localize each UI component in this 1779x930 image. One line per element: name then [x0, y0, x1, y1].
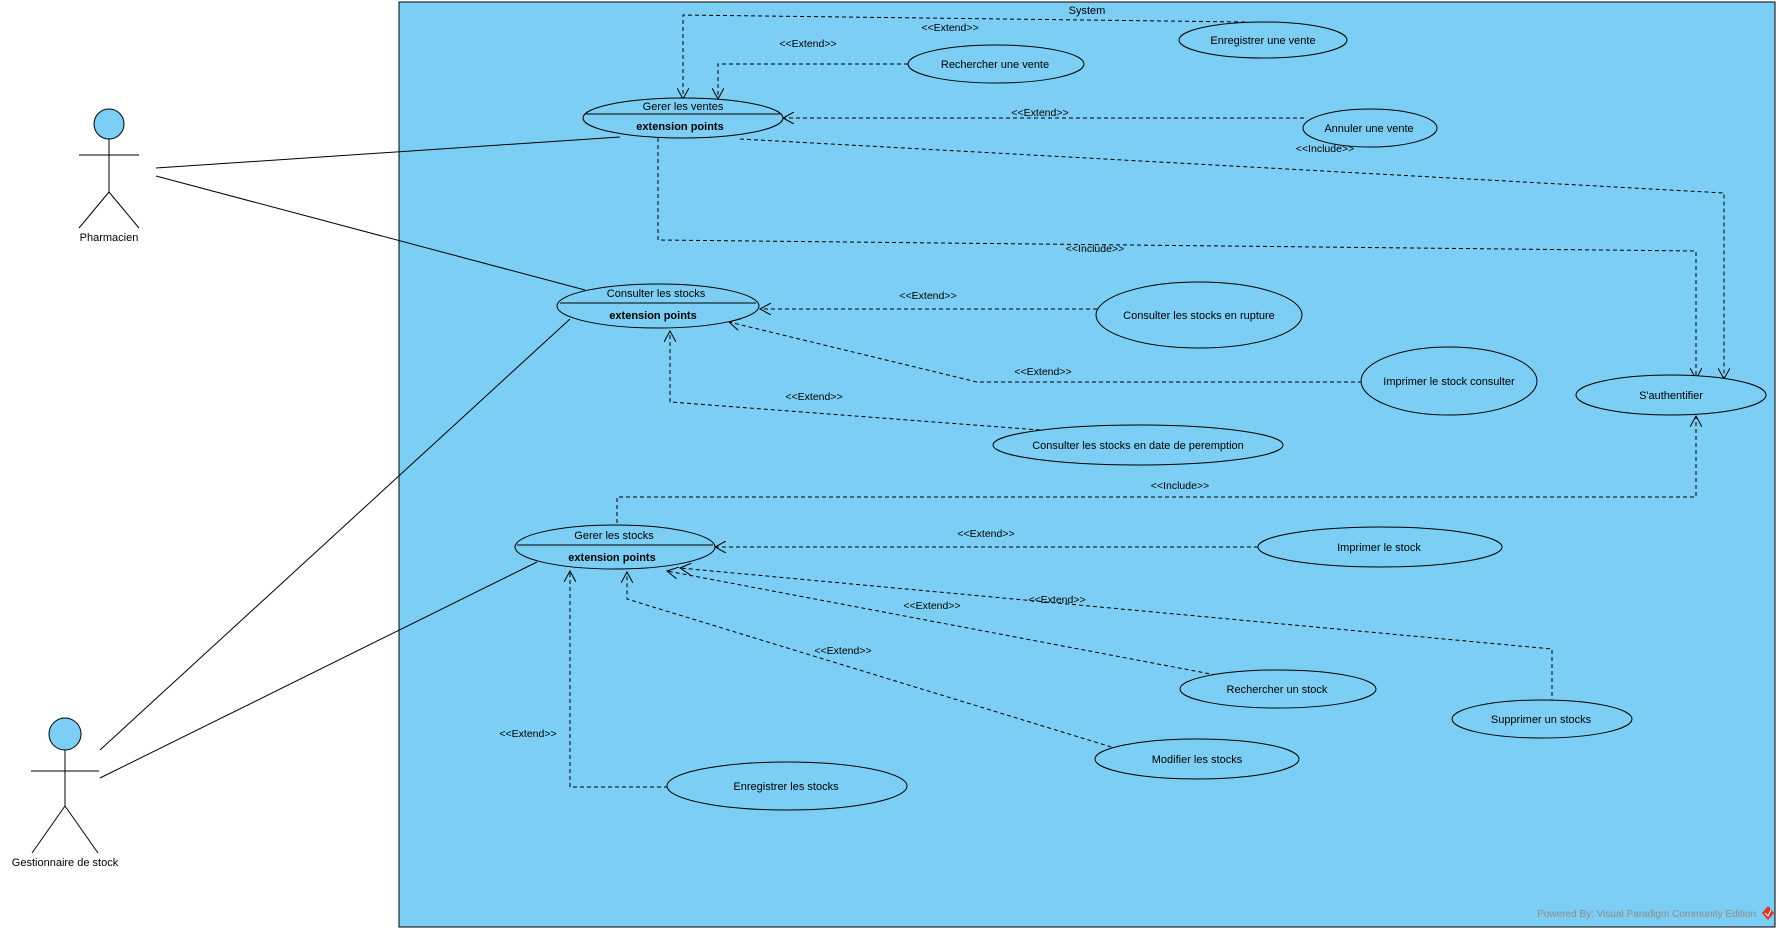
- use-case-rechercher-vente-label: Rechercher une vente: [941, 59, 1049, 71]
- use-case-modifier-stocks-label: Modifier les stocks: [1152, 754, 1243, 766]
- use-case-imprimer-stock-consulter[interactable]: Imprimer le stock consulter: [1360, 346, 1538, 416]
- label-extend-peremption: <<Extend>>: [785, 391, 842, 403]
- label-extend-imprimer-stock: <<Extend>>: [957, 528, 1014, 540]
- dep-peremption: [670, 331, 1041, 431]
- use-case-authentifier-label: S'authentifier: [1639, 390, 1703, 402]
- dep-supprimer: [680, 568, 1553, 703]
- dep-imprimer-consulter: [729, 322, 1362, 383]
- use-case-authentifier[interactable]: S'authentifier: [1575, 374, 1767, 416]
- assoc-pharmacien-consulter: [155, 175, 586, 291]
- use-case-stocks-rupture-label: Consulter les stocks en rupture: [1123, 310, 1275, 322]
- use-case-enregistrer-vente[interactable]: Enregistrer une vente: [1178, 21, 1348, 59]
- watermark-text: Powered By: Visual Paradigm Community Ed…: [1537, 909, 1756, 920]
- assoc-gestionnaire-gerer: [99, 561, 538, 779]
- system-boundary: [398, 1, 1776, 928]
- use-case-rechercher-vente[interactable]: Rechercher une vente: [907, 44, 1085, 84]
- dep-rechercher-vente: [718, 63, 908, 99]
- actor-gestionnaire-head: [48, 717, 82, 751]
- use-case-gerer-stocks[interactable]: Gerer les stocks extension points: [514, 524, 716, 570]
- dep-enregistrer-vente: [683, 14, 1246, 99]
- dep-rechercher-stock: [667, 571, 1217, 676]
- actor-pharmacien-head: [93, 108, 125, 140]
- use-case-enregistrer-stocks-label: Enregistrer les stocks: [733, 781, 839, 793]
- label-extend-rechercher-vente: <<Extend>>: [779, 38, 836, 50]
- use-case-annuler-vente[interactable]: Annuler une vente: [1302, 108, 1438, 148]
- use-case-enregistrer-stocks[interactable]: Enregistrer les stocks: [666, 761, 908, 811]
- label-extend-rechercher-stock: <<Extend>>: [903, 600, 960, 612]
- use-case-imprimer-stock-consulter-label: Imprimer le stock consulter: [1383, 376, 1515, 388]
- label-extend-enregistrer-vente: <<Extend>>: [921, 22, 978, 34]
- use-case-gerer-ventes-name: Gerer les ventes: [643, 101, 724, 113]
- use-case-consulter-stocks-extension: extension points: [609, 310, 696, 322]
- label-extend-annuler-vente: <<Extend>>: [1011, 107, 1068, 119]
- use-case-gerer-ventes[interactable]: Gerer les ventes extension points: [582, 97, 784, 139]
- use-case-rechercher-stock[interactable]: Rechercher un stock: [1179, 669, 1377, 709]
- dep-ventes-auth-right: [739, 138, 1724, 379]
- assoc-pharmacien-ventes: [155, 136, 621, 169]
- visual-paradigm-logo-icon: [1762, 906, 1774, 920]
- actor-pharmacien-label: Pharmacien: [80, 232, 139, 244]
- stereotype-labels: <<Extend>> <<Extend>> <<Extend>> <<Inclu…: [499, 22, 1354, 740]
- use-case-stocks-peremption[interactable]: Consulter les stocks en date de perempti…: [992, 424, 1284, 466]
- dep-ventes-auth-low: [657, 138, 1696, 379]
- use-case-rechercher-stock-label: Rechercher un stock: [1227, 684, 1328, 696]
- use-case-enregistrer-vente-label: Enregistrer une vente: [1210, 35, 1315, 47]
- actor-pharmacien[interactable]: [78, 108, 140, 229]
- use-case-supprimer-stocks-label: Supprimer un stocks: [1491, 714, 1592, 726]
- dependencies: [570, 14, 1724, 788]
- label-include-stocks-auth: <<Include>>: [1151, 480, 1209, 492]
- label-extend-imprimer-consulter: <<Extend>>: [1014, 366, 1071, 378]
- label-extend-enregistrer-stocks: <<Extend>>: [499, 728, 556, 740]
- system-title: System: [1069, 5, 1106, 17]
- label-extend-rupture: <<Extend>>: [899, 290, 956, 302]
- use-case-consulter-stocks-name: Consulter les stocks: [607, 288, 706, 300]
- use-case-gerer-stocks-extension: extension points: [568, 552, 655, 564]
- label-include-ventes-auth-low: <<Include>>: [1066, 243, 1124, 255]
- actor-gestionnaire[interactable]: [31, 717, 99, 854]
- actor-gestionnaire-label: Gestionnaire de stock: [12, 857, 119, 869]
- use-case-gerer-stocks-name: Gerer les stocks: [574, 530, 654, 542]
- use-case-stocks-peremption-label: Consulter les stocks en date de perempti…: [1032, 440, 1244, 452]
- label-extend-supprimer: <<Extend>>: [1028, 594, 1085, 606]
- use-case-modifier-stocks[interactable]: Modifier les stocks: [1094, 738, 1300, 780]
- dep-enregistrer-stocks: [570, 571, 668, 788]
- use-case-consulter-stocks[interactable]: Consulter les stocks extension points: [556, 283, 760, 329]
- use-case-stocks-rupture[interactable]: Consulter les stocks en rupture: [1095, 281, 1303, 349]
- assoc-gestionnaire-consulter: [99, 318, 571, 751]
- use-case-supprimer-stocks[interactable]: Supprimer un stocks: [1451, 699, 1633, 739]
- label-include-ventes-auth-right: <<Include>>: [1296, 143, 1354, 155]
- use-case-imprimer-stock[interactable]: Imprimer le stock: [1257, 526, 1503, 568]
- dep-modifier: [627, 572, 1119, 750]
- use-case-annuler-vente-label: Annuler une vente: [1324, 123, 1413, 135]
- associations: [99, 136, 621, 779]
- use-case-gerer-ventes-extension: extension points: [636, 121, 723, 133]
- label-extend-modifier: <<Extend>>: [814, 645, 871, 657]
- use-case-imprimer-stock-label: Imprimer le stock: [1337, 542, 1421, 554]
